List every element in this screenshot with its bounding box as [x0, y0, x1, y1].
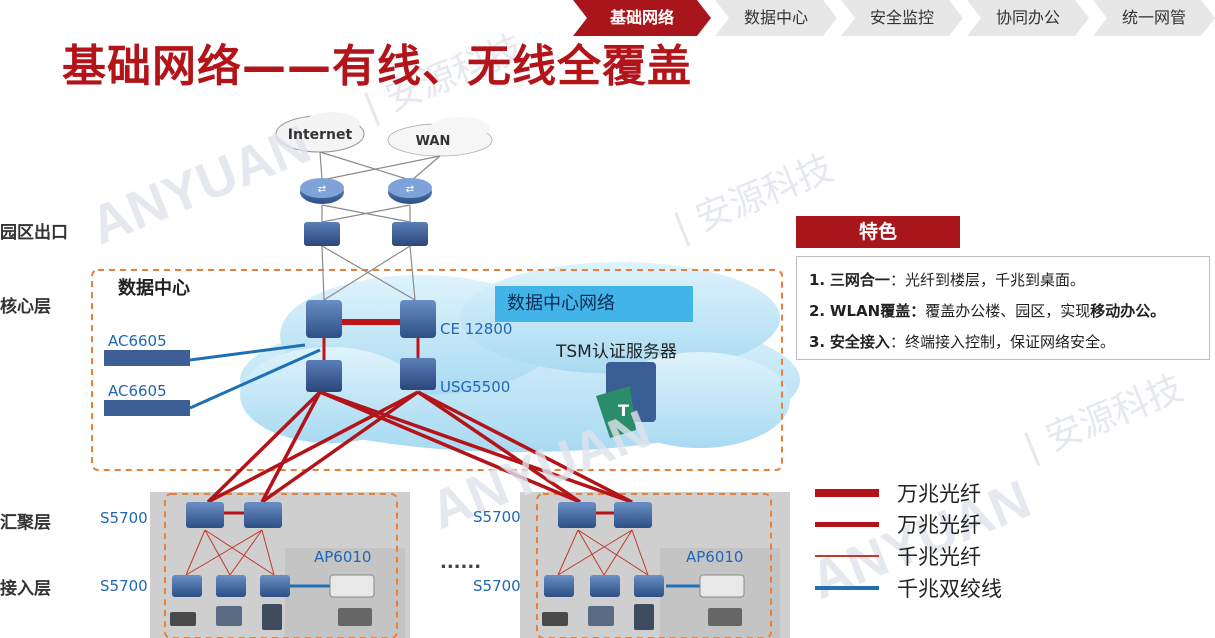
right-campus-box: [536, 493, 772, 638]
tab-collaboration[interactable]: 协同办公: [967, 0, 1089, 36]
firewall-icon: [400, 358, 436, 390]
tab-security-monitor[interactable]: 安全监控: [841, 0, 963, 36]
page-title: 基础网络——有线、无线全覆盖: [62, 41, 692, 92]
router-icon: ⇄: [300, 178, 344, 204]
internet-label: Internet: [288, 127, 353, 143]
ap-icon: [699, 574, 745, 598]
ac-links: [189, 343, 321, 410]
access-switch-icon: [544, 575, 574, 597]
agg-links: [206, 390, 633, 504]
firewall-label: USG5500: [440, 378, 511, 396]
core-switch-label: CE 12800: [440, 320, 513, 338]
firewall-icon: [306, 360, 342, 392]
agg-switch-icon: [558, 502, 596, 528]
feature-number: 3.: [809, 333, 826, 351]
ac-appliance-icon: [104, 350, 190, 366]
agg-switch-icon: [186, 502, 224, 528]
features-list: 1. 三网合一：光纤到楼层，千兆到桌面。 2. WLAN覆盖：覆盖办公楼、园区，…: [796, 256, 1210, 360]
access-switch-icon: [172, 575, 202, 597]
legend-swatch: [815, 586, 879, 590]
feature-item: 3. 安全接入：终端接入控制，保证网络安全。: [809, 327, 1209, 358]
right-access-label: S5700: [473, 577, 521, 595]
feature-item: 2. WLAN覆盖：覆盖办公楼、园区，实现移动办公。: [809, 296, 1209, 327]
exit-links: [319, 151, 441, 301]
left-access-label: S5700: [100, 577, 148, 595]
tab-datacenter[interactable]: 数据中心: [715, 0, 837, 36]
svg-text:⇄: ⇄: [318, 184, 326, 195]
router-icon: ⇄: [388, 178, 432, 204]
feature-text: ：光纤到楼层，千兆到桌面。: [889, 271, 1085, 289]
tab-basic-network[interactable]: 基础网络: [573, 0, 711, 36]
core-switch-icon: [306, 300, 342, 338]
feature-key: 安全接入: [829, 333, 890, 351]
legend-1g-fiber: 千兆光纤: [815, 541, 981, 571]
access-switch-icon: [260, 575, 290, 597]
legend-swatch: [815, 489, 879, 497]
legend-1g-twisted-pair: 千兆双绞线: [815, 573, 1002, 603]
core-to-fw: [322, 338, 420, 362]
legend-10g-fiber: 万兆光纤: [815, 509, 981, 539]
agg-switch-icon: [244, 502, 282, 528]
svg-text:T: T: [618, 401, 629, 420]
right-agg-label: S5700: [473, 508, 521, 526]
core-switch-icon: [400, 300, 436, 338]
left-agg-label: S5700: [100, 509, 148, 527]
legend-swatch: [815, 555, 879, 557]
feature-text: ：终端接入控制，保证网络安全。: [889, 333, 1115, 351]
watermark-text: ANYUAN: [82, 114, 319, 256]
tsm-server-icon: T: [596, 362, 656, 438]
watermark-company: | 安源科技: [1018, 368, 1189, 469]
ac-label: AC6605: [108, 382, 167, 400]
ap-icon: [329, 574, 375, 598]
endpoint-icons: [170, 604, 742, 630]
feature-number: 2.: [809, 302, 826, 320]
feature-text: 覆盖办公楼、园区，实现: [925, 302, 1091, 320]
legend-label: 万兆光纤: [897, 513, 981, 537]
tab-unified-management[interactable]: 统一网管: [1093, 0, 1215, 36]
feature-emphasis: 移动办公。: [1090, 302, 1166, 320]
svg-text:⇄: ⇄: [406, 184, 414, 195]
layer-label-core: 核心层: [0, 297, 51, 317]
wan-label: WAN: [416, 134, 451, 149]
top-nav: 基础网络 数据中心 安全监控 协同办公 统一网管: [569, 0, 1215, 36]
agg-switch-icon: [614, 502, 652, 528]
legend-swatch: [815, 521, 879, 527]
left-ap-label: AP6010: [314, 548, 372, 566]
ac-appliance-icon: [104, 400, 190, 416]
feature-number: 1.: [809, 271, 826, 289]
firewall-icon: [304, 222, 340, 246]
feature-key: 三网合一: [829, 271, 890, 289]
legend-label: 千兆光纤: [897, 545, 981, 569]
feature-key: WLAN覆盖：: [829, 302, 926, 320]
tsm-label: TSM认证服务器: [556, 342, 677, 362]
firewall-icon: [392, 222, 428, 246]
legend-label: 千兆双绞线: [897, 577, 1002, 601]
ac-label: AC6605: [108, 332, 167, 350]
legend-10g-fiber-thick: 万兆光纤: [815, 478, 981, 508]
feature-item: 1. 三网合一：光纤到楼层，千兆到桌面。: [809, 265, 1209, 296]
datacenter-box: [91, 269, 783, 471]
legend-label: 万兆光纤: [897, 482, 981, 506]
internet-cloud: [275, 112, 365, 153]
datacenter-label: 数据中心: [118, 278, 190, 299]
access-switch-icon: [216, 575, 246, 597]
layer-label-access: 接入层: [0, 579, 51, 599]
layer-label-aggregation: 汇聚层: [0, 513, 51, 533]
features-heading: 特色: [796, 216, 960, 248]
right-ap-label: AP6010: [686, 548, 744, 566]
layer-label-exit: 园区出口: [0, 223, 68, 243]
dc-network-label: 数据中心网络: [495, 286, 693, 322]
access-switch-icon: [634, 575, 664, 597]
access-links: [185, 511, 649, 576]
more-buildings-ellipsis: ......: [440, 552, 481, 573]
access-switch-icon: [590, 575, 620, 597]
left-campus-box: [164, 493, 398, 638]
